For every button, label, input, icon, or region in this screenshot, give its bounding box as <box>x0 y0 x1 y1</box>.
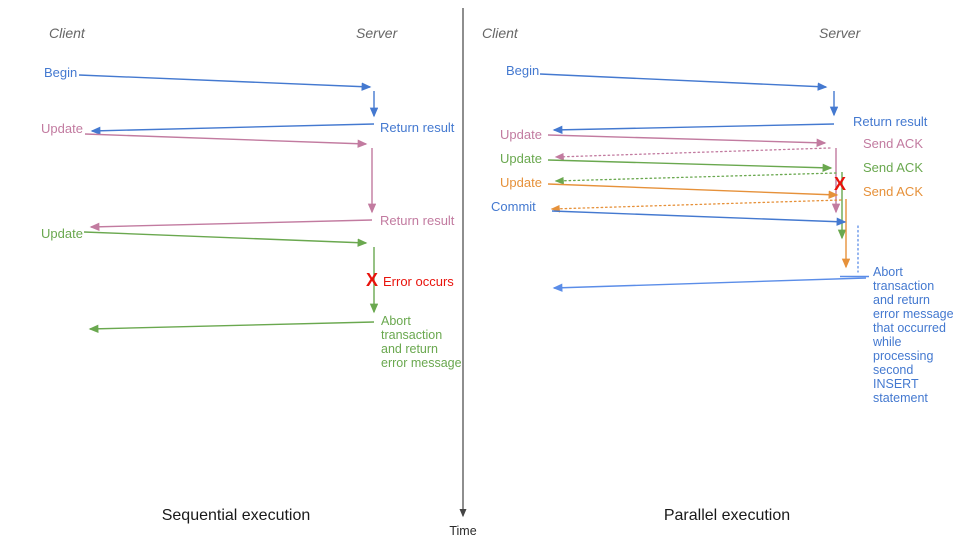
left-return-result-2-arrow <box>89 219 373 231</box>
time-axis-label: Time <box>449 524 477 538</box>
left-return-result-1-label: Return result <box>380 120 455 135</box>
right-update-1-label: Update <box>500 127 542 142</box>
right-send-ack-1-label: Send ACK <box>863 136 923 151</box>
left-abort-return-arrow <box>88 321 375 333</box>
right-send-ack-1-arrow <box>554 147 831 161</box>
right-abort-note: Abort transaction and return error messa… <box>873 265 954 405</box>
right-commit-label: Commit <box>491 199 536 214</box>
left-server-header: Server <box>356 25 398 41</box>
left-client-header: Client <box>49 25 85 41</box>
right-abort-return-arrow <box>552 277 867 292</box>
right-return-result-label: Return result <box>853 114 928 129</box>
left-error-x-icon: X <box>366 270 379 290</box>
right-commit-request-arrow <box>551 210 847 226</box>
right-begin-request-arrow <box>539 73 828 91</box>
right-update-2-label: Update <box>500 151 542 166</box>
left-return-result-1-arrow <box>90 123 375 135</box>
right-begin-label: Begin <box>506 63 540 78</box>
left-update-1-request-arrow <box>84 133 368 148</box>
right-send-ack-2-arrow <box>554 172 837 185</box>
left-panel-title: Sequential execution <box>161 507 311 524</box>
left-return-result-2-label: Return result <box>380 213 455 228</box>
right-update-2-request-arrow <box>547 159 833 172</box>
right-client-header: Client <box>482 25 518 41</box>
right-server-header: Server <box>819 25 861 41</box>
left-begin-request-arrow <box>78 74 372 91</box>
right-update-1-request-arrow <box>547 134 827 147</box>
left-begin-label: Begin <box>44 65 78 80</box>
right-return-result-arrow <box>552 123 835 135</box>
right-update-3-label: Update <box>500 175 542 190</box>
left-update-2-label: Update <box>41 226 83 241</box>
right-update-3-request-arrow <box>547 183 839 199</box>
left-update-1-label: Update <box>41 121 83 136</box>
right-panel-title: Parallel execution <box>663 507 791 524</box>
left-error-label: Error occurs <box>383 274 454 289</box>
right-error-x-icon: X <box>834 174 847 194</box>
right-send-ack-2-label: Send ACK <box>863 160 923 175</box>
left-abort-note: Abort transaction and return error messa… <box>381 314 462 370</box>
right-send-ack-3-arrow <box>550 199 842 213</box>
right-send-ack-3-label: Send ACK <box>863 184 923 199</box>
left-update-2-request-arrow <box>83 231 368 247</box>
